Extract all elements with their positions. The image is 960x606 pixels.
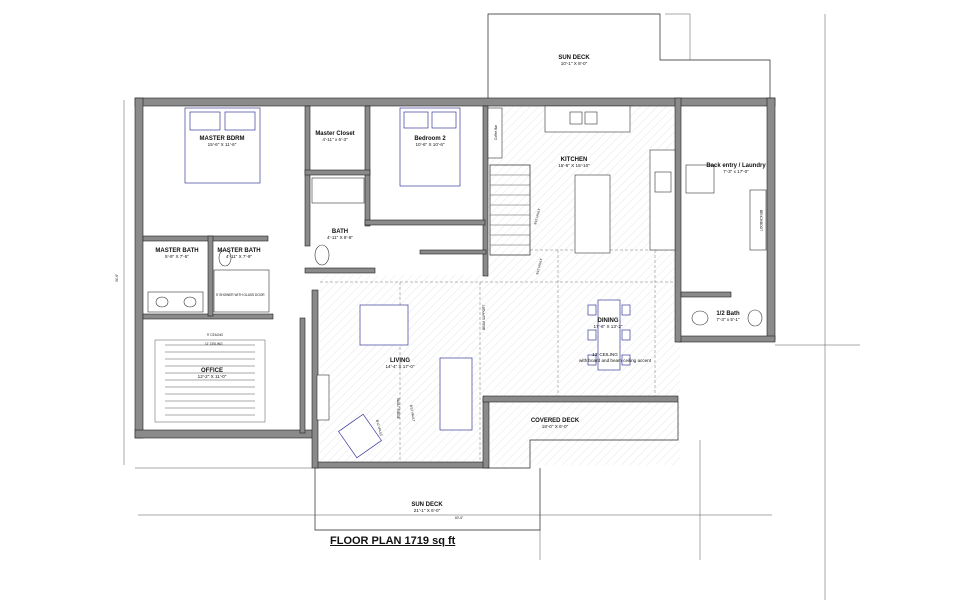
vault-label-1: 3/12 VAULT <box>533 208 541 225</box>
wall-bed2-bottom <box>364 219 486 226</box>
wall-living-right <box>482 397 490 469</box>
kitchen-dims: 15'-6" X 15'-10" <box>558 163 590 168</box>
vault-label-3: 8/12 VAULT <box>375 419 383 436</box>
wall-bath-bottom <box>304 267 376 274</box>
back-entry-name: Back entry / Laundry <box>706 163 766 169</box>
office-ceiling-b: 11' CEILING <box>205 342 223 346</box>
dining-ceiling-note: 13' CEILING <box>592 352 618 357</box>
sun-deck-top-name: SUN DECK <box>558 55 590 61</box>
sun-deck-bottom-dims: 21'-1" X 6'-0" <box>414 508 441 513</box>
master-closet-dims: 4'-11" x 6'-3" <box>322 137 348 142</box>
beam-support-label: BEAM SUPPORT <box>482 305 486 330</box>
master-closet-name: Master Closet <box>315 131 354 137</box>
wall-office-right <box>299 317 306 434</box>
office-dims: 12'-2" X 11'-0" <box>198 374 227 379</box>
dining-name: DINING <box>598 318 619 324</box>
master-bath-b-dims: 4'-11" X 7'-9" <box>226 254 252 259</box>
master-bdrm-name: MASTER BDRM <box>200 136 245 142</box>
office-ceiling-outline <box>154 339 266 423</box>
wall-bed2-left <box>364 105 371 227</box>
living-furniture <box>316 304 473 459</box>
vault-label-2: 3/12 VAULT <box>535 258 543 275</box>
dining-beam-note: with board and beam ceiling accent <box>579 358 652 363</box>
coffee-bar-label: Coffee Bar <box>494 124 498 140</box>
wall-halfbath-bottom <box>677 335 776 343</box>
dim-overall-width: 60'-6" <box>455 516 463 520</box>
living-dims: 14'-4" X 17'-0" <box>385 364 414 369</box>
wall-bottom-left <box>134 429 316 439</box>
page-title: FLOOR PLAN 1719 sq ft <box>330 535 456 547</box>
wall-dining-bottom <box>482 395 679 403</box>
wall-laundry-div <box>680 291 732 298</box>
office-ceiling-lines <box>165 344 255 416</box>
wall-left <box>134 97 144 439</box>
half-bath-dims: 7'-3" x 5'-1" <box>716 317 740 322</box>
bedroom2-bed <box>399 107 461 187</box>
master-bath-a-dims: 5'-9" X 7'-5" <box>165 254 189 259</box>
bedroom2-name: Bedroom 2 <box>414 136 446 142</box>
bath-dims: 4'-11" X 8'-8" <box>327 235 353 240</box>
vault-label-4: 8/12 VAULT <box>409 404 416 421</box>
master-bdrm-dims: 15'-6" X 11'-6" <box>208 142 237 147</box>
stair-rail-outline <box>665 13 691 60</box>
back-entry-dims: 7'-3" x 17'-0" <box>723 169 749 174</box>
sun-deck-top-dims: 10'-1" X 8'-0" <box>561 61 588 66</box>
wall-masterbath-div <box>207 235 214 317</box>
wall-closet-bottom <box>304 169 371 176</box>
bench-label: BENCH/BOOT <box>759 210 763 231</box>
vault-ridge-label: VAULT RIDGE <box>396 398 400 419</box>
wall-bottom-living <box>314 461 488 469</box>
shower-note: 5' SHOWER WITH GLASS DOOR <box>216 293 265 297</box>
master-bed <box>184 107 261 184</box>
covered-deck-name: COVERED DECK <box>531 418 580 424</box>
bath-name: BATH <box>332 229 348 235</box>
half-bath-name: 1/2 Bath <box>716 311 740 317</box>
sun-deck-bottom-outline <box>314 468 541 531</box>
office-name: OFFICE <box>201 368 223 374</box>
living-name: LIVING <box>390 358 410 364</box>
wall-right <box>766 97 776 341</box>
dining-table <box>587 299 631 371</box>
master-bath-b-name: MASTER BATH <box>217 248 260 254</box>
wall-masterbath-top <box>142 235 269 242</box>
wall-bed2-right <box>482 105 489 277</box>
sun-deck-top-outline <box>487 13 771 100</box>
stairs <box>489 164 531 256</box>
bath-fixtures <box>147 164 767 327</box>
dim-overall-height: 34'-6" <box>115 274 119 282</box>
sun-deck-bottom-name: SUN DECK <box>411 502 443 508</box>
covered-deck-outline <box>487 402 679 469</box>
dining-dims: 17'-6" X 13'-2" <box>593 324 622 329</box>
master-bath-a-name: MASTER BATH <box>155 248 198 254</box>
covered-deck-dims: 18'-0" X 6'-0" <box>542 424 569 429</box>
office-ceiling-a: 9' CEILING <box>207 333 224 337</box>
bedroom2-dims: 10'-6" X 10'-6" <box>415 142 444 147</box>
wall-closets-div <box>419 249 487 255</box>
wall-back-left <box>674 97 682 343</box>
kitchen-counters <box>487 105 676 254</box>
kitchen-name: KITCHEN <box>561 157 588 163</box>
wall-closet-left <box>304 105 311 247</box>
